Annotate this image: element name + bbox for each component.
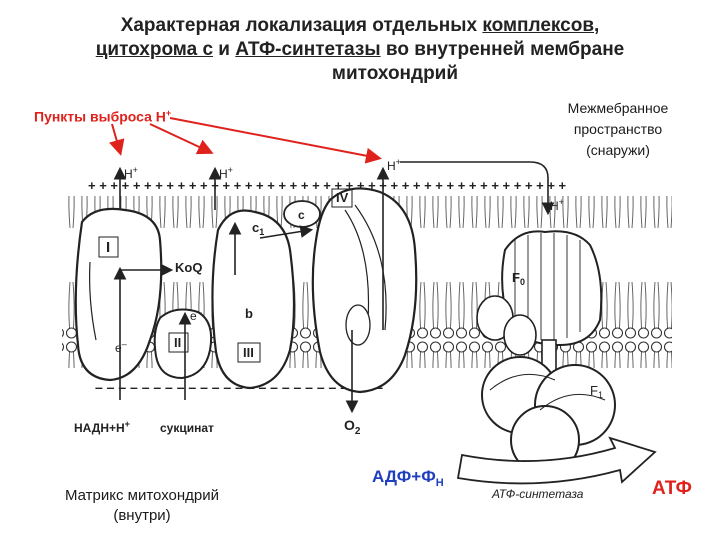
intermembrane-line1: Межмебранное (567, 100, 669, 116)
proton-release-label: Пункты выброса Н+ (34, 108, 171, 125)
electron-flow-arrows (113, 161, 555, 414)
proton-release-sup: + (165, 108, 172, 118)
title-cytochrome: цитохрома с (95, 39, 214, 60)
nadh-label: НАДН+Н+ (74, 419, 130, 435)
intermembrane-line3: (снаружи) (586, 142, 650, 158)
complex-4-label: IV (336, 190, 349, 205)
b-label: b (245, 306, 253, 321)
complex-1 (74, 207, 163, 382)
matrix-line1: Матрикс митохондрий (64, 487, 220, 504)
complex-3-label: III (243, 345, 254, 360)
succinate-label: сукцинат (160, 421, 214, 435)
atp-synthesis-arrow (456, 436, 657, 485)
h-plus-1: H+ (124, 165, 138, 181)
h-plus-2: H+ (219, 165, 233, 181)
h-plus-4: H+ (550, 197, 564, 213)
negative-charges-bottom: – – – – – – – – – – – – – – – – – – – – … (95, 379, 383, 395)
proton-site-arrows (109, 117, 382, 164)
o2-label: O2 (344, 417, 361, 437)
title-atp-synthase: АТФ-синтетазы (235, 39, 381, 60)
complex-2-label-box (168, 332, 189, 353)
e-minus-1: e– (115, 339, 127, 355)
koq-label: KoQ (175, 260, 202, 275)
c1-label: c1 (252, 220, 264, 237)
svg-text:– – – – – – – – – –: – – – – – – – – – – – – – – – – – – – – … (95, 379, 383, 395)
atp-label: АТФ (652, 478, 692, 499)
matrix-line2: (внутри) (113, 507, 171, 524)
complex-1-label-box (98, 236, 119, 258)
svg-text:+ + + + + + + + + + + + + + +: + + + + + + + + + + + + + + + + + + + + … (88, 178, 567, 193)
e-minus-2: e– (190, 307, 202, 323)
matrix-label: Матрикс митохондрий (внутри) (22, 486, 262, 526)
cytochrome-c-label: c (298, 208, 305, 222)
complex-3 (211, 209, 296, 390)
title-line3: митохондрий (331, 63, 459, 84)
positive-charges-top: + + + + + + + + + + + + + + + + + + + + … (88, 178, 567, 193)
complex-4 (311, 187, 418, 394)
intermembrane-line2: пространство (573, 121, 663, 137)
h-plus-3: H+ (387, 157, 401, 173)
atp-synthase (476, 230, 616, 475)
page-title: Характерная локализация отдельных компле… (0, 14, 720, 86)
complex-2 (153, 308, 213, 380)
f0-label: F0 (512, 270, 525, 287)
intermembrane-label: Межмебранное пространство (снаружи) (548, 98, 688, 161)
complex-4-label-box (331, 188, 353, 208)
complex-3-label-box (237, 342, 261, 363)
atp-synthase-label: АТФ-синтетаза (491, 487, 584, 501)
title-line1-text: Характерная локализация отдельных (120, 15, 483, 36)
adp-label: АДФ+ФН (372, 467, 444, 489)
title-complexes: комплексов, (482, 15, 600, 36)
title-membrane: во внутренней мембране (380, 39, 625, 60)
proton-release-text: Пункты выброса Н (34, 108, 166, 125)
complex-1-label: I (106, 239, 110, 256)
complex-2-label: II (174, 335, 181, 350)
title-and: и (213, 39, 236, 60)
f1-label: F1 (590, 383, 603, 400)
